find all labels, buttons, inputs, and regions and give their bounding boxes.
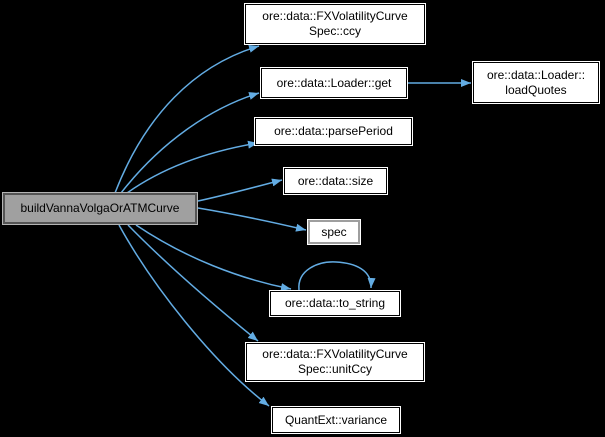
node-label: QuantExt::variance bbox=[284, 412, 388, 427]
node-label: buildVannaVolgaOrATMCurve bbox=[20, 201, 180, 215]
node-quantext-variance[interactable]: QuantExt::variance bbox=[271, 406, 401, 434]
node-to-string[interactable]: ore::data::to_string bbox=[269, 290, 401, 317]
node-label: ore::data::to_string bbox=[284, 296, 386, 310]
node-buildvannavolgaoratmcurve: buildVannaVolgaOrATMCurve bbox=[2, 192, 198, 225]
edge-main-to-spec bbox=[197, 207, 307, 232]
node-label-line2: loadQuotes bbox=[505, 82, 567, 97]
edge-tostring-self-loop bbox=[298, 261, 376, 291]
edge-main-to-parseperiod bbox=[126, 140, 259, 194]
edge-main-to-tostring bbox=[135, 224, 292, 291]
node-label-line1: ore::data::Loader:: bbox=[486, 67, 586, 82]
node-size[interactable]: ore::data::size bbox=[283, 167, 388, 195]
edge-main-to-size bbox=[197, 178, 283, 202]
node-fxvolatilitycurvespec-unitccy[interactable]: ore::data::FXVolatilityCurve Spec::unitC… bbox=[245, 342, 425, 382]
edge-main-to-unitccy bbox=[127, 224, 259, 342]
edge-main-to-ccy bbox=[114, 45, 260, 194]
edge-main-to-get bbox=[120, 92, 260, 194]
node-label-line1: ore::data::FXVolatilityCurve bbox=[262, 347, 408, 361]
node-label: ore::data::size bbox=[297, 173, 374, 188]
node-label: spec bbox=[321, 224, 347, 239]
edge-main-to-variance bbox=[118, 224, 270, 407]
node-label-line1: ore::data::FXVolatilityCurve bbox=[262, 9, 408, 23]
node-loader-get[interactable]: ore::data::Loader::get bbox=[260, 67, 408, 99]
node-label: ore::data::parsePeriod bbox=[274, 124, 393, 138]
node-label: ore::data::Loader::get bbox=[276, 75, 392, 90]
node-fxvolatilitycurvespec-ccy[interactable]: ore::data::FXVolatilityCurve Spec::ccy bbox=[244, 3, 426, 45]
node-label-line2: Spec::unitCcy bbox=[297, 362, 373, 376]
node-label-line2: Spec::ccy bbox=[308, 24, 362, 38]
node-loader-loadquotes[interactable]: ore::data::Loader:: loadQuotes bbox=[472, 61, 600, 104]
node-spec[interactable]: spec bbox=[307, 219, 361, 245]
node-parseperiod[interactable]: ore::data::parsePeriod bbox=[254, 117, 413, 146]
